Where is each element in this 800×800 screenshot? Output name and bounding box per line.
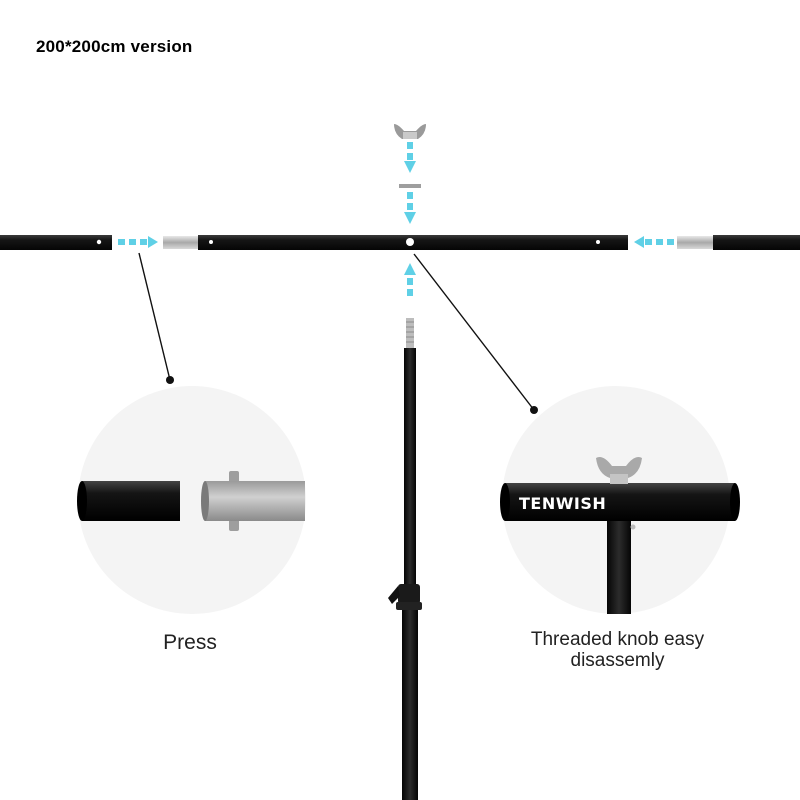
- crossbar-right-tube: [713, 235, 800, 250]
- crossbar-left-hole: [96, 239, 102, 245]
- top-vertical-arrow: [404, 142, 416, 173]
- pole-lock-clamp: [388, 584, 422, 610]
- right-assembly-arrow: [634, 236, 674, 248]
- stand-pole-upper: [404, 348, 416, 598]
- press-caption: Press: [163, 631, 217, 654]
- press-detail-connector: [201, 471, 305, 531]
- version-label: 200*200cm version: [36, 37, 193, 56]
- left-metal-connector: [163, 236, 200, 249]
- press-callout-line: [138, 252, 171, 381]
- press-detail-tube: [77, 481, 180, 521]
- knob-caption-line1: Threaded knob easy: [530, 629, 705, 650]
- crossbar-center-hole-mid: [406, 238, 414, 246]
- press-callout-dot: [166, 376, 174, 384]
- press-detail-circle: [78, 386, 306, 614]
- knob-callout-dot: [530, 406, 538, 414]
- threaded-stud: [406, 318, 414, 348]
- brand-logo-text: TENWISH: [519, 494, 607, 513]
- knob-caption: Threaded knob easy disassemly: [480, 629, 755, 671]
- crossbar-center-hole-left: [209, 240, 213, 244]
- washer-icon: [399, 184, 421, 188]
- left-assembly-arrow: [118, 236, 158, 248]
- middle-vertical-arrow: [404, 192, 416, 224]
- crossbar-center-hole-right: [596, 240, 600, 244]
- knob-caption-line2: disassemly: [570, 650, 665, 671]
- stand-pole-lower: [402, 598, 418, 800]
- knob-detail-t-joint: [500, 457, 740, 614]
- crossbar-left-tube: [0, 235, 112, 250]
- right-metal-connector: [677, 236, 714, 249]
- bottom-vertical-arrow: [404, 263, 416, 296]
- knob-callout-line: [413, 253, 535, 411]
- wing-nut-icon: [394, 124, 426, 139]
